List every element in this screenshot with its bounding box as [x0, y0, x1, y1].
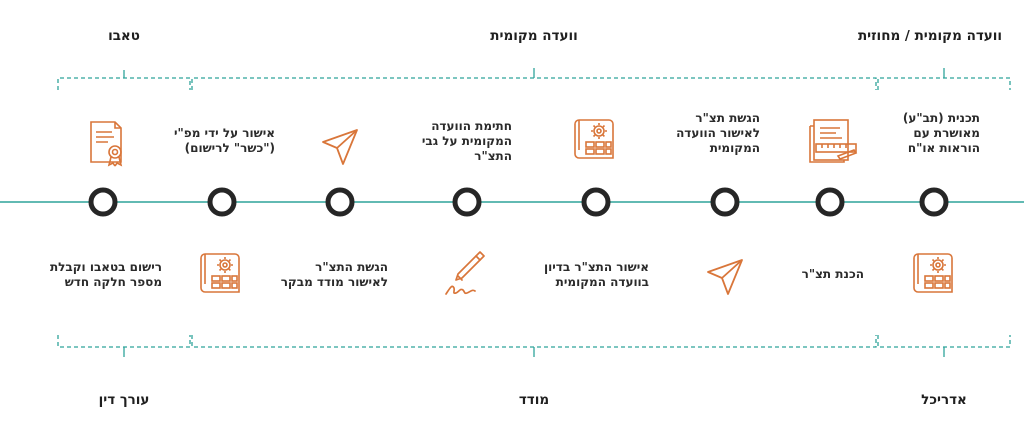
blueprint-gear-icon	[574, 119, 614, 159]
top-bracket-district-committee	[877, 68, 1011, 90]
step-node-4	[581, 187, 611, 217]
step-node-5	[452, 187, 482, 217]
top-group-tabu: טאבו	[108, 28, 140, 44]
step-node-1	[919, 187, 949, 217]
send-arrow-icon	[707, 259, 743, 295]
step-node-8	[88, 187, 118, 217]
bottom-bracket-architect	[877, 335, 1011, 357]
bottom-bracket-surveyor	[191, 335, 877, 357]
top-bracket-local-committee	[191, 68, 877, 90]
step-label-2: הכנת תצ"ר	[801, 267, 864, 281]
step-node-6	[325, 187, 355, 217]
blueprint-gear-icon	[200, 253, 240, 293]
bottom-group-surveyor: מודד	[518, 392, 550, 408]
top-bracket-tabu	[57, 70, 191, 90]
bottom-group-lawyer: עורך דין	[98, 392, 150, 408]
step-label-7: אישור על ידי מפ"י("כשר" לרישום)	[174, 126, 275, 155]
pen-signature-icon	[445, 251, 485, 295]
top-group-district-committee: וועדה מקומית / מחוזית	[857, 28, 1003, 44]
bottom-group-architect: אדריכל	[921, 392, 967, 408]
bottom-bracket-lawyer	[57, 335, 191, 357]
send-arrow-icon	[322, 129, 358, 165]
step-node-7	[207, 187, 237, 217]
step-node-3	[710, 187, 740, 217]
plan-ruler-icon	[809, 119, 858, 163]
top-group-local-committee: וועדה מקומית	[490, 28, 578, 44]
step-node-2	[815, 187, 845, 217]
certificate-icon	[90, 121, 123, 167]
blueprint-gear-icon	[913, 253, 953, 293]
